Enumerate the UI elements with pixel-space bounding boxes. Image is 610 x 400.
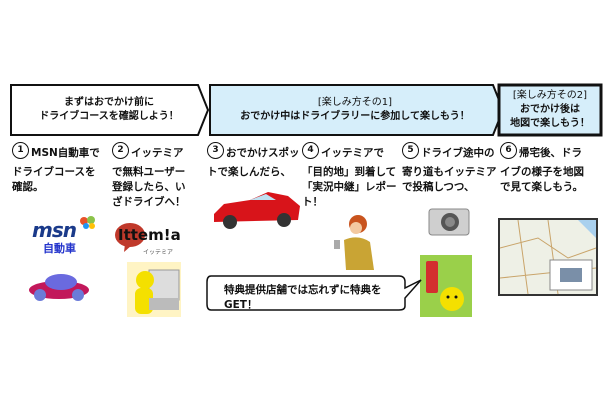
step-number: 5 — [402, 142, 419, 159]
stage3-line1: [楽しみ方その2] — [512, 90, 588, 101]
stage3-line3: 地図で楽しもう！ — [510, 118, 590, 129]
stage3-line2: おでかけ後は — [520, 104, 580, 115]
step-number: 1 — [12, 142, 29, 159]
msn-butterfly-icon — [80, 216, 95, 229]
ittemia-bubble-icon — [115, 223, 145, 252]
stage1-line2: ドライブコースを確認しよう！ — [39, 111, 179, 122]
msn-sub: 自動車 — [43, 242, 76, 255]
camera-image — [428, 208, 470, 236]
step-text: おでかけスポットで楽しんだら、 — [207, 147, 300, 178]
ittemia-character-image — [127, 262, 181, 317]
stage3-box — [497, 83, 603, 137]
step-number: 6 — [500, 142, 517, 159]
step-number: 4 — [302, 142, 319, 159]
toy-car-image — [29, 274, 89, 301]
bubble-text: 特典提供店舗では忘れずに特典をGET！ — [224, 284, 382, 311]
person-with-phone-image — [334, 215, 374, 270]
speech-bubble — [206, 275, 422, 311]
stage1-text: まずはおでかけ前に ドライブコースを確認しよう！ — [20, 96, 198, 124]
stage1-arrow — [10, 84, 210, 136]
step-text: 帰宅後、ドライブの様子を地図で見て楽しもう。 — [500, 147, 584, 193]
msn-logo: msn — [32, 218, 77, 242]
step-number: 2 — [112, 142, 129, 159]
map-image — [498, 218, 598, 296]
stage3-text: [楽しみ方その2] おでかけ後は 地図で楽しもう！ — [500, 89, 600, 131]
step-text: イッテミアで無料ユーザー登録したら、いざドライブへ！ — [112, 147, 186, 208]
stage2-line1: [楽しみ方その1] — [317, 97, 393, 108]
step-text: ドライブ途中の寄り道もイッテミアで投稿しつつ、 — [402, 147, 497, 193]
mobile-screen-image — [420, 255, 472, 317]
stage1-line1: まずはおでかけ前に — [64, 97, 154, 108]
stage2-line2: おでかけ中はドライブラリーに参加して楽しもう！ — [240, 111, 470, 122]
ittemia-sub: イッテミア — [143, 249, 174, 256]
step-text: MSN自動車でドライブコースを確認。 — [12, 147, 100, 193]
ittemia-logo: Ittem!a — [118, 226, 181, 244]
flow-banner — [10, 83, 603, 137]
stage2-text: [楽しみ方その1] おでかけ中はドライブラリーに参加して楽しもう！ — [215, 96, 495, 124]
red-sports-car-image — [214, 192, 300, 229]
step-text: イッテミアで「目的地」到着して「実況中継」レポート！ — [302, 147, 397, 208]
step-number: 3 — [207, 142, 224, 159]
